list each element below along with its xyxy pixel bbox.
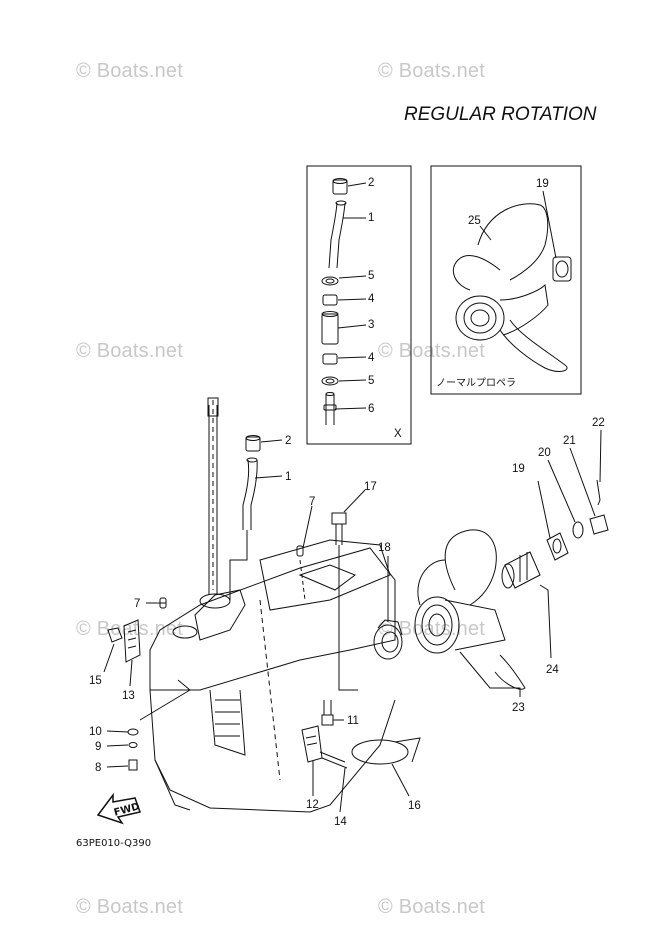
callout-16: 16	[408, 800, 421, 812]
part-7-pin	[296, 545, 304, 557]
part-18-thrust-washer	[373, 619, 403, 660]
callout-23: 23	[512, 702, 525, 714]
part-24-spacer	[501, 551, 541, 589]
page-title: REGULAR ROTATION	[404, 104, 597, 125]
callout-14: 14	[334, 816, 347, 828]
part-13-bracket	[123, 619, 141, 663]
lower-casing	[149, 400, 396, 813]
callout-11: 11	[347, 715, 359, 727]
part-15-nut	[107, 627, 123, 643]
watermark: © Boats.net	[76, 60, 183, 82]
callout-10: 10	[89, 726, 102, 738]
part-17-bolt	[331, 512, 347, 545]
part-23-propeller	[414, 529, 526, 690]
callout-17: 17	[364, 481, 377, 493]
part-11-bolt	[321, 700, 334, 726]
fwd-arrow: FWD	[96, 792, 141, 825]
callout-4: 4	[368, 293, 375, 305]
part-14-screw	[319, 751, 348, 769]
callout-5: 5	[368, 270, 374, 282]
callout-19: 19	[536, 178, 549, 190]
callout-21: 21	[563, 435, 576, 447]
inset-x-label: X	[394, 428, 402, 440]
part-10-washer	[127, 728, 139, 736]
callout-12: 12	[306, 799, 319, 811]
part-16-anode	[351, 737, 421, 765]
part-1-hose-inset	[328, 202, 346, 269]
watermark: © Boats.net	[378, 60, 485, 82]
shift-rod	[207, 397, 219, 595]
callout-1: 1	[368, 212, 374, 224]
watermark: © Boats.net	[76, 896, 183, 918]
callout-3: 3	[368, 319, 374, 331]
part-12-anode-clip	[301, 725, 323, 763]
callout-8: 8	[95, 762, 101, 774]
callout-2: 2	[368, 177, 374, 189]
callout-7: 7	[134, 598, 140, 610]
callout-13: 13	[122, 690, 135, 702]
inset-propeller-box	[430, 165, 582, 395]
callout-19: 19	[512, 463, 525, 475]
watermark: © Boats.net	[76, 340, 183, 362]
part-9-washer	[128, 742, 138, 748]
callout-22: 22	[592, 417, 605, 429]
part-2-collar-inset	[332, 178, 348, 195]
part-19-washer	[546, 532, 569, 561]
callout-24: 24	[546, 664, 559, 676]
part-22-cotter-pin	[596, 479, 601, 506]
inset-x-box	[306, 165, 412, 445]
callout-9: 9	[95, 741, 101, 753]
part-21-nut	[589, 514, 609, 535]
part-25-propeller-inset	[452, 203, 568, 372]
callout-2: 2	[285, 435, 291, 447]
callout-7: 7	[309, 496, 315, 508]
callout-20: 20	[538, 447, 551, 459]
part-8-bolt	[128, 759, 138, 771]
callout-18: 18	[378, 542, 391, 554]
callout-4: 4	[368, 352, 375, 364]
watermark: © Boats.net	[76, 618, 183, 640]
part-2-collar	[245, 435, 261, 452]
diagram-code: 63PE010-Q390	[76, 838, 151, 849]
watermark: © Boats.net	[378, 896, 485, 918]
callout-25: 25	[468, 215, 481, 227]
callout-6: 6	[368, 403, 374, 415]
part-1-hose	[242, 457, 258, 530]
callout-5: 5	[368, 375, 374, 387]
inset-prop-caption: ノーマルプロペラ	[436, 377, 516, 389]
callout-1: 1	[285, 471, 291, 483]
part-20-washer	[572, 521, 584, 539]
part-19-spacer-inset	[552, 256, 572, 282]
callout-15: 15	[89, 675, 102, 687]
